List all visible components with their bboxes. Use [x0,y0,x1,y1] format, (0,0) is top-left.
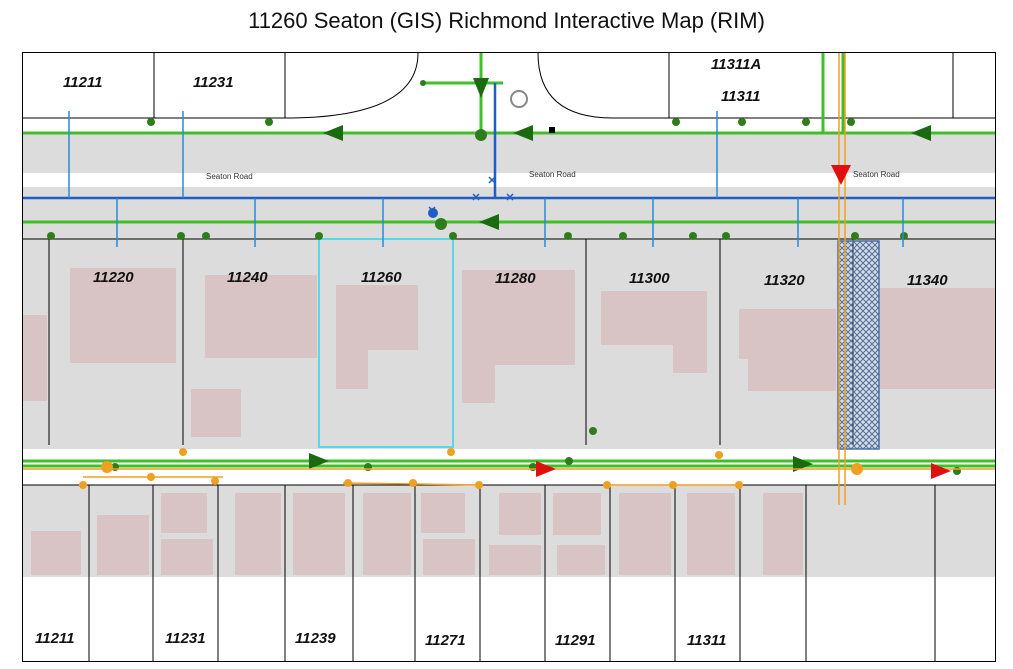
lot-number: 11211 [35,630,75,647]
south-lot-lines [23,484,995,661]
lot-number: 11260 [361,269,402,286]
map-canvas[interactable]: Seaton Road Seaton Road Seaton Road 1121… [22,52,996,662]
catch-basin-symbol [549,127,555,133]
road-label: Seaton Road [853,170,900,179]
lot-number: 11311 [721,88,761,105]
lot-number: 11311A [711,56,761,73]
road-label: Seaton Road [206,172,253,181]
north-lot-lines [23,53,995,119]
lot-number: 11280 [495,270,536,287]
lot-number: 11231 [193,74,234,91]
sanitary-flow-arrows [536,165,951,479]
lot-number: 11239 [295,630,336,647]
lot-number: 11211 [63,74,103,91]
lot-number: 11340 [907,272,948,289]
lot-number: 11311 [687,632,727,649]
lot-number: 11231 [165,630,206,647]
south-boulevard [23,187,995,239]
sanitary-manholes [79,448,863,489]
manhole-symbol[interactable] [510,90,528,108]
middle-buildings [23,268,995,437]
storm-manholes [47,80,961,475]
easement-strip[interactable] [837,240,880,450]
seaton-road-pavement [23,173,995,187]
storm-flow-arrows [309,78,931,472]
north-boulevard [23,133,995,175]
lot-number: 11240 [227,269,268,286]
hydrant[interactable] [428,208,438,218]
lot-number: 11300 [629,270,670,287]
lot-number: 11291 [555,632,596,649]
subject-lot-11260[interactable] [318,238,454,448]
lot-number: 11271 [425,632,466,649]
south-buildings [31,493,803,575]
gis-map[interactable]: Seaton Road Seaton Road Seaton Road 1121… [23,53,995,661]
storm-mains[interactable] [23,53,995,468]
water-services [68,111,904,247]
map-title: 11260 Seaton (GIS) Richmond Interactive … [248,8,765,33]
lot-number: 11320 [764,272,805,289]
lot-number: 11220 [93,269,134,286]
road-label: Seaton Road [529,170,576,179]
